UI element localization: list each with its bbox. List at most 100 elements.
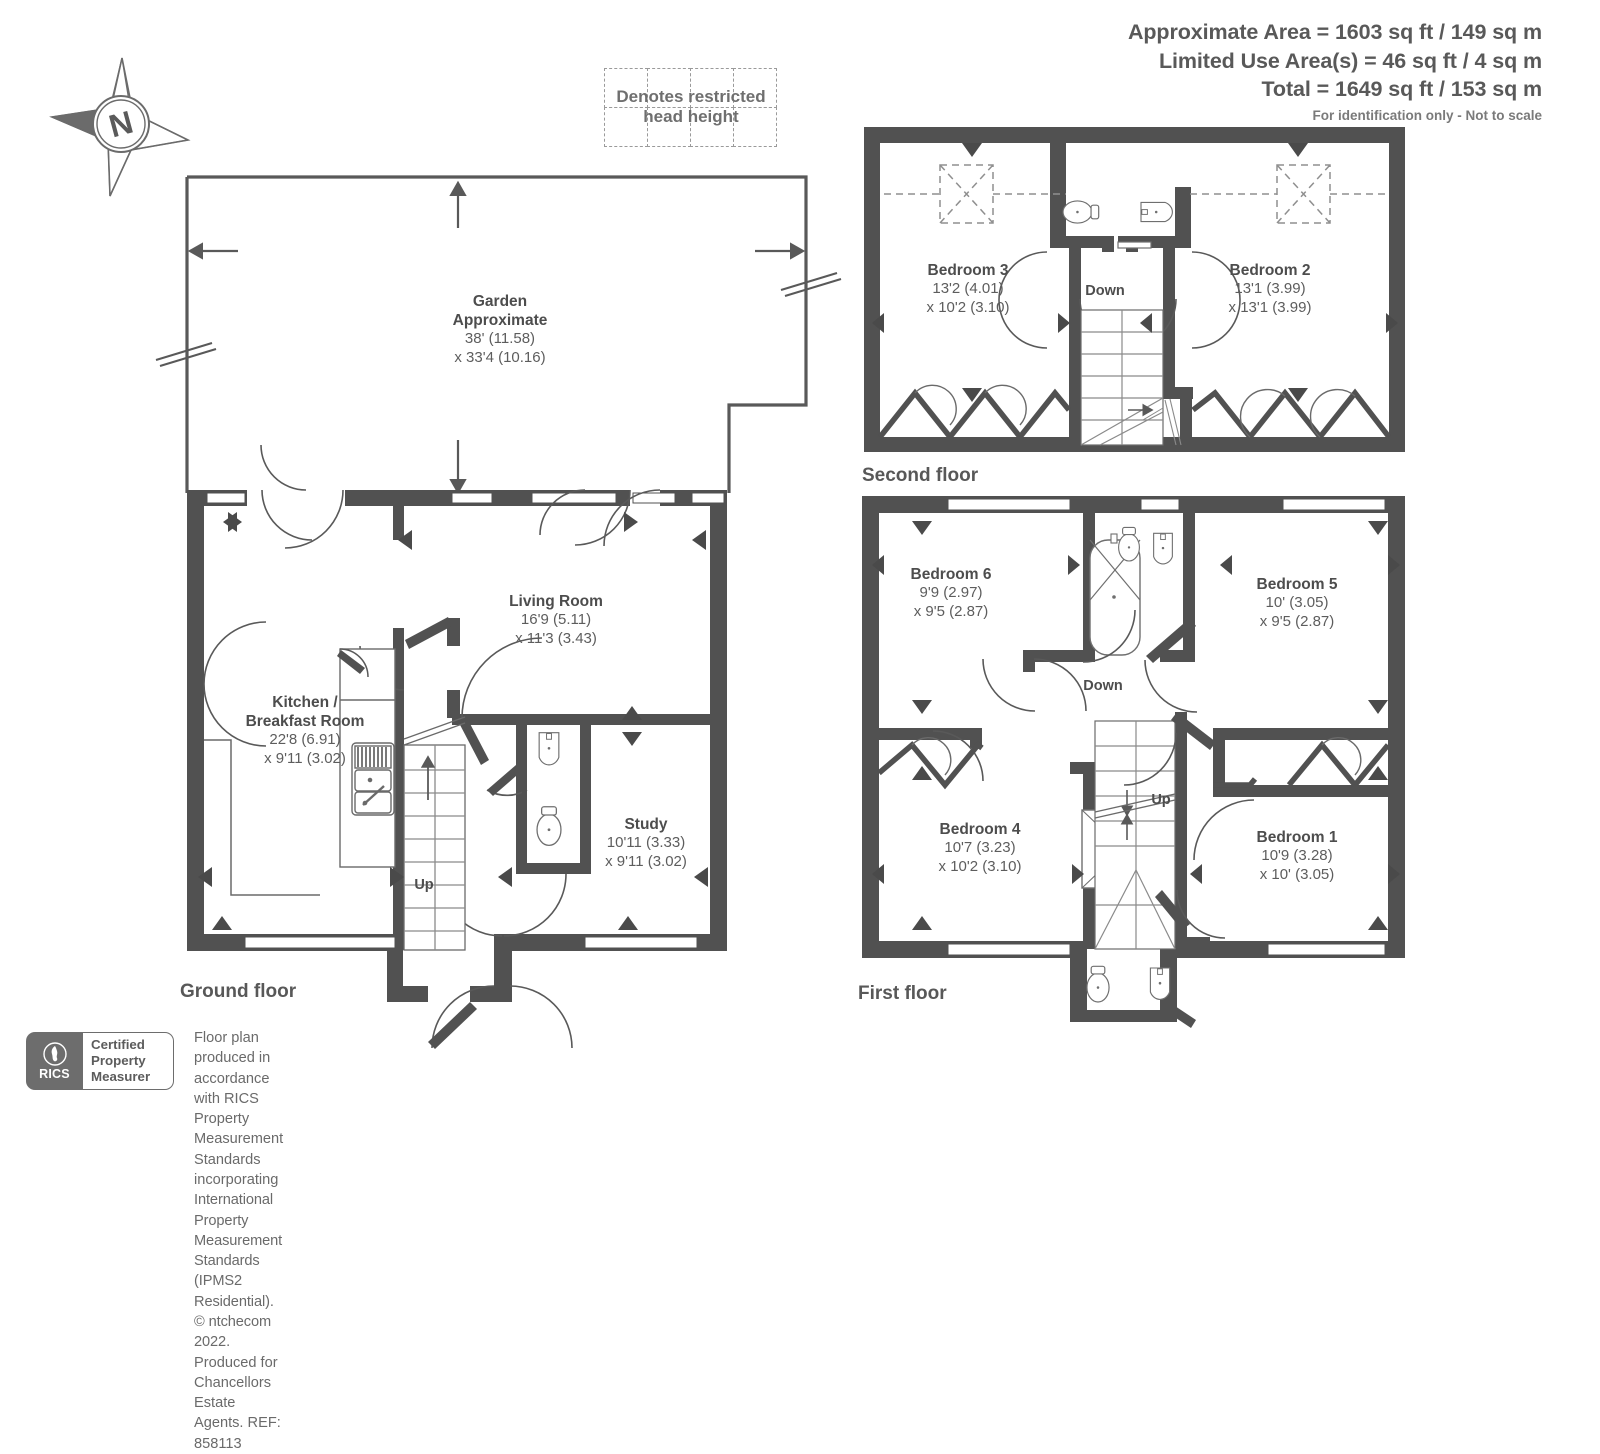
limited-use-area-text: Limited Use Area(s) = 46 sq ft / 4 sq m bbox=[1158, 48, 1542, 73]
garden-outline bbox=[185, 175, 808, 493]
first-floor-eaves bbox=[877, 740, 1391, 790]
second-floor-bathroom-fittings bbox=[1062, 200, 1173, 249]
floorplan-drawing: N bbox=[49, 57, 1405, 1049]
bedroom-1-dim-2: x 10' (3.05) bbox=[1259, 865, 1335, 883]
ground-floor-plan bbox=[155, 175, 842, 1049]
first-floor-bathroom-fittings bbox=[1089, 526, 1173, 656]
second-floor-walls bbox=[864, 127, 1405, 452]
bedroom-5-name: Bedroom 5 bbox=[1256, 576, 1338, 593]
room-label-bedroom-6: Bedroom 6 9'9 (2.97) x 9'5 (2.87) bbox=[911, 565, 992, 621]
second-floor-stairs bbox=[1080, 309, 1182, 446]
floorplan-canvas: N bbox=[26, 18, 1542, 1452]
second-floor-plan bbox=[864, 127, 1405, 452]
garden-break-marks bbox=[155, 272, 842, 367]
disclaimer-text: Floor plan produced in accordance with R… bbox=[194, 1028, 283, 1454]
study-dim-2: x 9'11 (3.02) bbox=[605, 852, 687, 870]
bedroom-6-dim-1: 9'9 (2.97) bbox=[919, 584, 983, 602]
bedroom-3-dim-1: 13'2 (4.01) bbox=[932, 280, 1004, 298]
wc-door-leaf bbox=[487, 765, 516, 796]
compass-rose: N bbox=[49, 57, 191, 197]
kitchen-dim-1: 22'8 (6.91) bbox=[269, 731, 341, 749]
room-label-bedroom-1: Bedroom 1 10'9 (3.28) x 10' (3.05) bbox=[1257, 828, 1338, 884]
ground-floor-door-leaves bbox=[405, 617, 527, 1049]
ground-floor-windows bbox=[206, 492, 725, 949]
disclaimer-line-2: International Property Measurement Stand… bbox=[194, 1192, 283, 1351]
disclaimer-line-3: Produced for Chancellors Estate Agents. … bbox=[194, 1354, 281, 1452]
first-stairs-up-label: Up bbox=[1151, 792, 1171, 808]
first-floor-plan bbox=[862, 496, 1405, 1028]
area-summary: Approximate Area = 1603 sq ft / 149 sq m… bbox=[1128, 18, 1542, 123]
restricted-head-height-second bbox=[884, 164, 1385, 224]
certified-property-measurer-text: Certified Property Measurer bbox=[83, 1032, 174, 1090]
legend-cell bbox=[733, 107, 777, 147]
bedroom-3-name: Bedroom 3 bbox=[927, 262, 1009, 279]
legend-dashed-grid bbox=[604, 68, 778, 147]
bedroom-4-dim-1: 10'7 (3.23) bbox=[944, 839, 1016, 857]
living-room-dim-2: x 11'3 (3.43) bbox=[515, 629, 597, 647]
bedroom-2-dim-2: x 13'1 (3.99) bbox=[1228, 298, 1312, 316]
room-label-kitchen: Kitchen / Breakfast Room 22'8 (6.91) x 9… bbox=[246, 693, 365, 769]
room-label-bedroom-5: Bedroom 5 10' (3.05) x 9'5 (2.87) bbox=[1257, 575, 1338, 631]
disclaimer-line-1: Floor plan produced in accordance with R… bbox=[194, 1030, 284, 1188]
rics-logo-line-3: Measurer bbox=[91, 1069, 151, 1085]
bedroom-2-dim-1: 13'1 (3.99) bbox=[1234, 280, 1306, 298]
first-floor-caption: First floor bbox=[858, 983, 947, 1004]
bedroom-6-name: Bedroom 6 bbox=[910, 566, 992, 583]
garden-dim-2: x 33'4 (10.16) bbox=[454, 349, 546, 367]
ground-stairs bbox=[403, 716, 466, 951]
room-label-bedroom-2: Bedroom 2 13'1 (3.99) x 13'1 (3.99) bbox=[1229, 261, 1312, 317]
rics-logo-line-1: Certified bbox=[91, 1037, 145, 1052]
rics-brand-text: RICS bbox=[39, 1066, 70, 1081]
study-name: Study bbox=[624, 816, 668, 833]
room-label-garden: Garden Approximate 38' (11.58) x 33'4 (1… bbox=[453, 292, 548, 368]
living-room-dim-1: 16'9 (5.11) bbox=[520, 611, 592, 629]
ground-stairs-up-label: Up bbox=[414, 877, 434, 893]
ground-wc-fittings bbox=[536, 732, 562, 847]
ground-measure-markers bbox=[198, 512, 708, 930]
rics-mark: RICS bbox=[26, 1032, 83, 1090]
bedroom-1-name: Bedroom 1 bbox=[1256, 829, 1338, 846]
study-dim-1: 10'11 (3.33) bbox=[606, 834, 686, 852]
kitchen-cupboard-arc bbox=[339, 648, 369, 678]
first-floor-door-leaves bbox=[1146, 618, 1216, 1028]
bedroom-4-dim-2: x 10'2 (3.10) bbox=[938, 857, 1022, 875]
first-floor-measure-markers bbox=[872, 521, 1400, 930]
legend-line-1: Denotes restricted bbox=[616, 86, 766, 106]
second-floor-measure-markers bbox=[872, 143, 1398, 402]
identification-note: For identification only - Not to scale bbox=[1312, 107, 1542, 123]
first-floor-stairs bbox=[1094, 720, 1176, 950]
kitchen-fittings bbox=[339, 648, 396, 868]
kitchen-name: Kitchen / bbox=[272, 694, 338, 711]
second-floor-eaves-arcs bbox=[914, 384, 1356, 438]
legend-text: Denotes restricted head height bbox=[604, 68, 778, 146]
first-floor-windows bbox=[947, 498, 1386, 956]
room-label-bedroom-4: Bedroom 4 10'7 (3.23) x 10'2 (3.10) bbox=[939, 820, 1022, 876]
rics-lion-icon bbox=[42, 1041, 67, 1066]
room-label-study: Study 10'11 (3.33) x 9'11 (3.02) bbox=[605, 815, 687, 871]
kitchen-dim-2: x 9'11 (3.02) bbox=[264, 750, 346, 768]
bedroom-6-dim-2: x 9'5 (2.87) bbox=[913, 602, 989, 620]
second-floor-caption: Second floor bbox=[862, 465, 979, 486]
kitchen-name-2: Breakfast Room bbox=[245, 713, 365, 731]
approximate-area-text: Approximate Area = 1603 sq ft / 149 sq m bbox=[1127, 20, 1542, 44]
restricted-head-height-legend: Denotes restricted head height bbox=[604, 68, 778, 147]
kitchen-cupboard-leaf bbox=[337, 650, 365, 674]
legend-line-2: head height bbox=[643, 107, 739, 126]
first-stairs-down-label: Down bbox=[1083, 678, 1123, 694]
room-label-bedroom-3: Bedroom 3 13'2 (4.01) x 10'2 (3.10) bbox=[927, 261, 1010, 317]
living-room-name: Living Room bbox=[509, 593, 603, 610]
kitchen-thin-outline bbox=[204, 739, 320, 896]
garden-name: Garden bbox=[472, 293, 528, 310]
second-stairs-down-label: Down bbox=[1085, 283, 1125, 299]
bedroom-3-dim-2: x 10'2 (3.10) bbox=[926, 298, 1010, 316]
bedroom-4-name: Bedroom 4 bbox=[939, 821, 1021, 838]
garden-dimension-arrows bbox=[187, 180, 806, 495]
room-label-living-room: Living Room 16'9 (5.11) x 11'3 (3.43) bbox=[509, 592, 603, 648]
bedroom-5-dim-1: 10' (3.05) bbox=[1265, 594, 1329, 612]
rics-logo-line-2: Property bbox=[91, 1053, 146, 1069]
ground-floor-caption: Ground floor bbox=[180, 981, 297, 1002]
bedroom-1-dim-1: 10'9 (3.28) bbox=[1261, 847, 1333, 865]
bedroom-5-dim-2: x 9'5 (2.87) bbox=[1259, 612, 1335, 630]
bedroom-2-name: Bedroom 2 bbox=[1229, 262, 1311, 279]
total-area-text: Total = 1649 sq ft / 153 sq m bbox=[1261, 77, 1543, 102]
